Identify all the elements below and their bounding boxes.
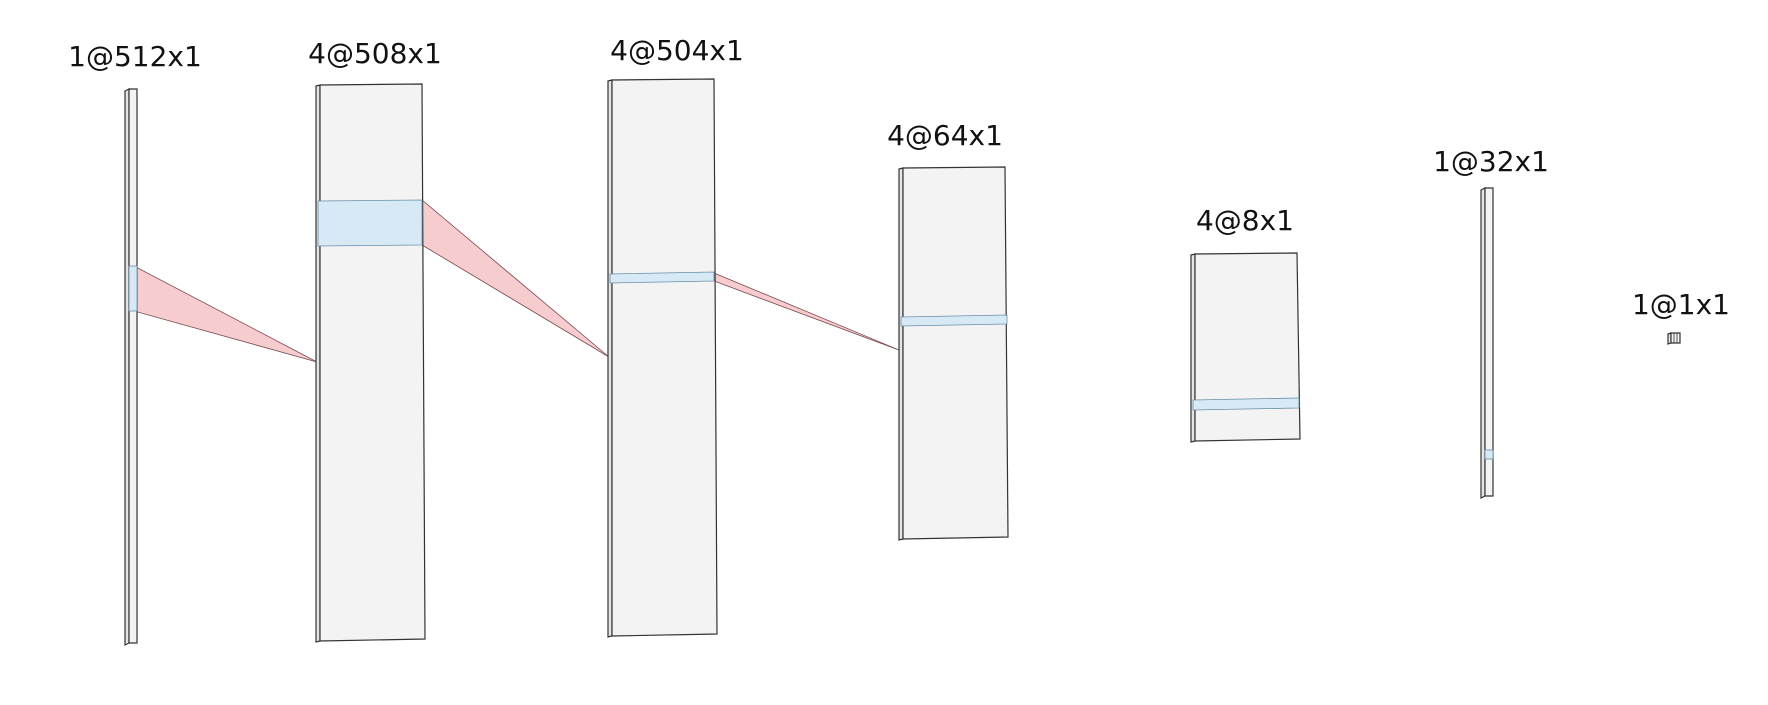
cone-2-to-3 [421,199,610,358]
layer-1-label: 1@512x1 [68,40,202,73]
layer-4-receptive-field [900,314,1008,327]
layer-3-label: 4@504x1 [610,34,744,67]
layer-1: 1@512x1 [68,40,202,646]
layer-6-label: 1@32x1 [1433,145,1549,178]
layer-4-slab [902,166,1009,540]
layer-1-slab [128,88,138,644]
layer-5-label: 4@8x1 [1196,204,1294,237]
layer-3-slab [611,78,718,637]
layer-2-slab [319,83,426,642]
layer-5-slab [1194,252,1301,442]
layer-6-receptive-field [1484,449,1494,460]
layer-7-label: 1@1x1 [1632,288,1730,321]
connection-cones [133,199,900,363]
layer-5: 4@8x1 [1190,204,1301,443]
layer-6: 1@32x1 [1433,145,1549,499]
layer-4-label: 4@64x1 [887,119,1003,152]
layer-7: 1@1x1 [1632,288,1730,345]
cone-1-to-2 [133,265,318,363]
layer-6-slab [1484,187,1494,497]
layer-2-label: 4@508x1 [308,37,442,70]
layer-5-receptive-field [1192,397,1300,411]
layer-4: 4@64x1 [887,119,1009,541]
cone-3-to-4 [713,272,900,351]
layer-1-receptive-field [128,265,138,312]
layer-2: 4@508x1 [308,37,442,643]
layer-2-receptive-field [317,199,423,247]
layer-7-slab [1670,332,1681,344]
layer-3-receptive-field [609,271,715,284]
layer-3: 4@504x1 [607,34,744,638]
